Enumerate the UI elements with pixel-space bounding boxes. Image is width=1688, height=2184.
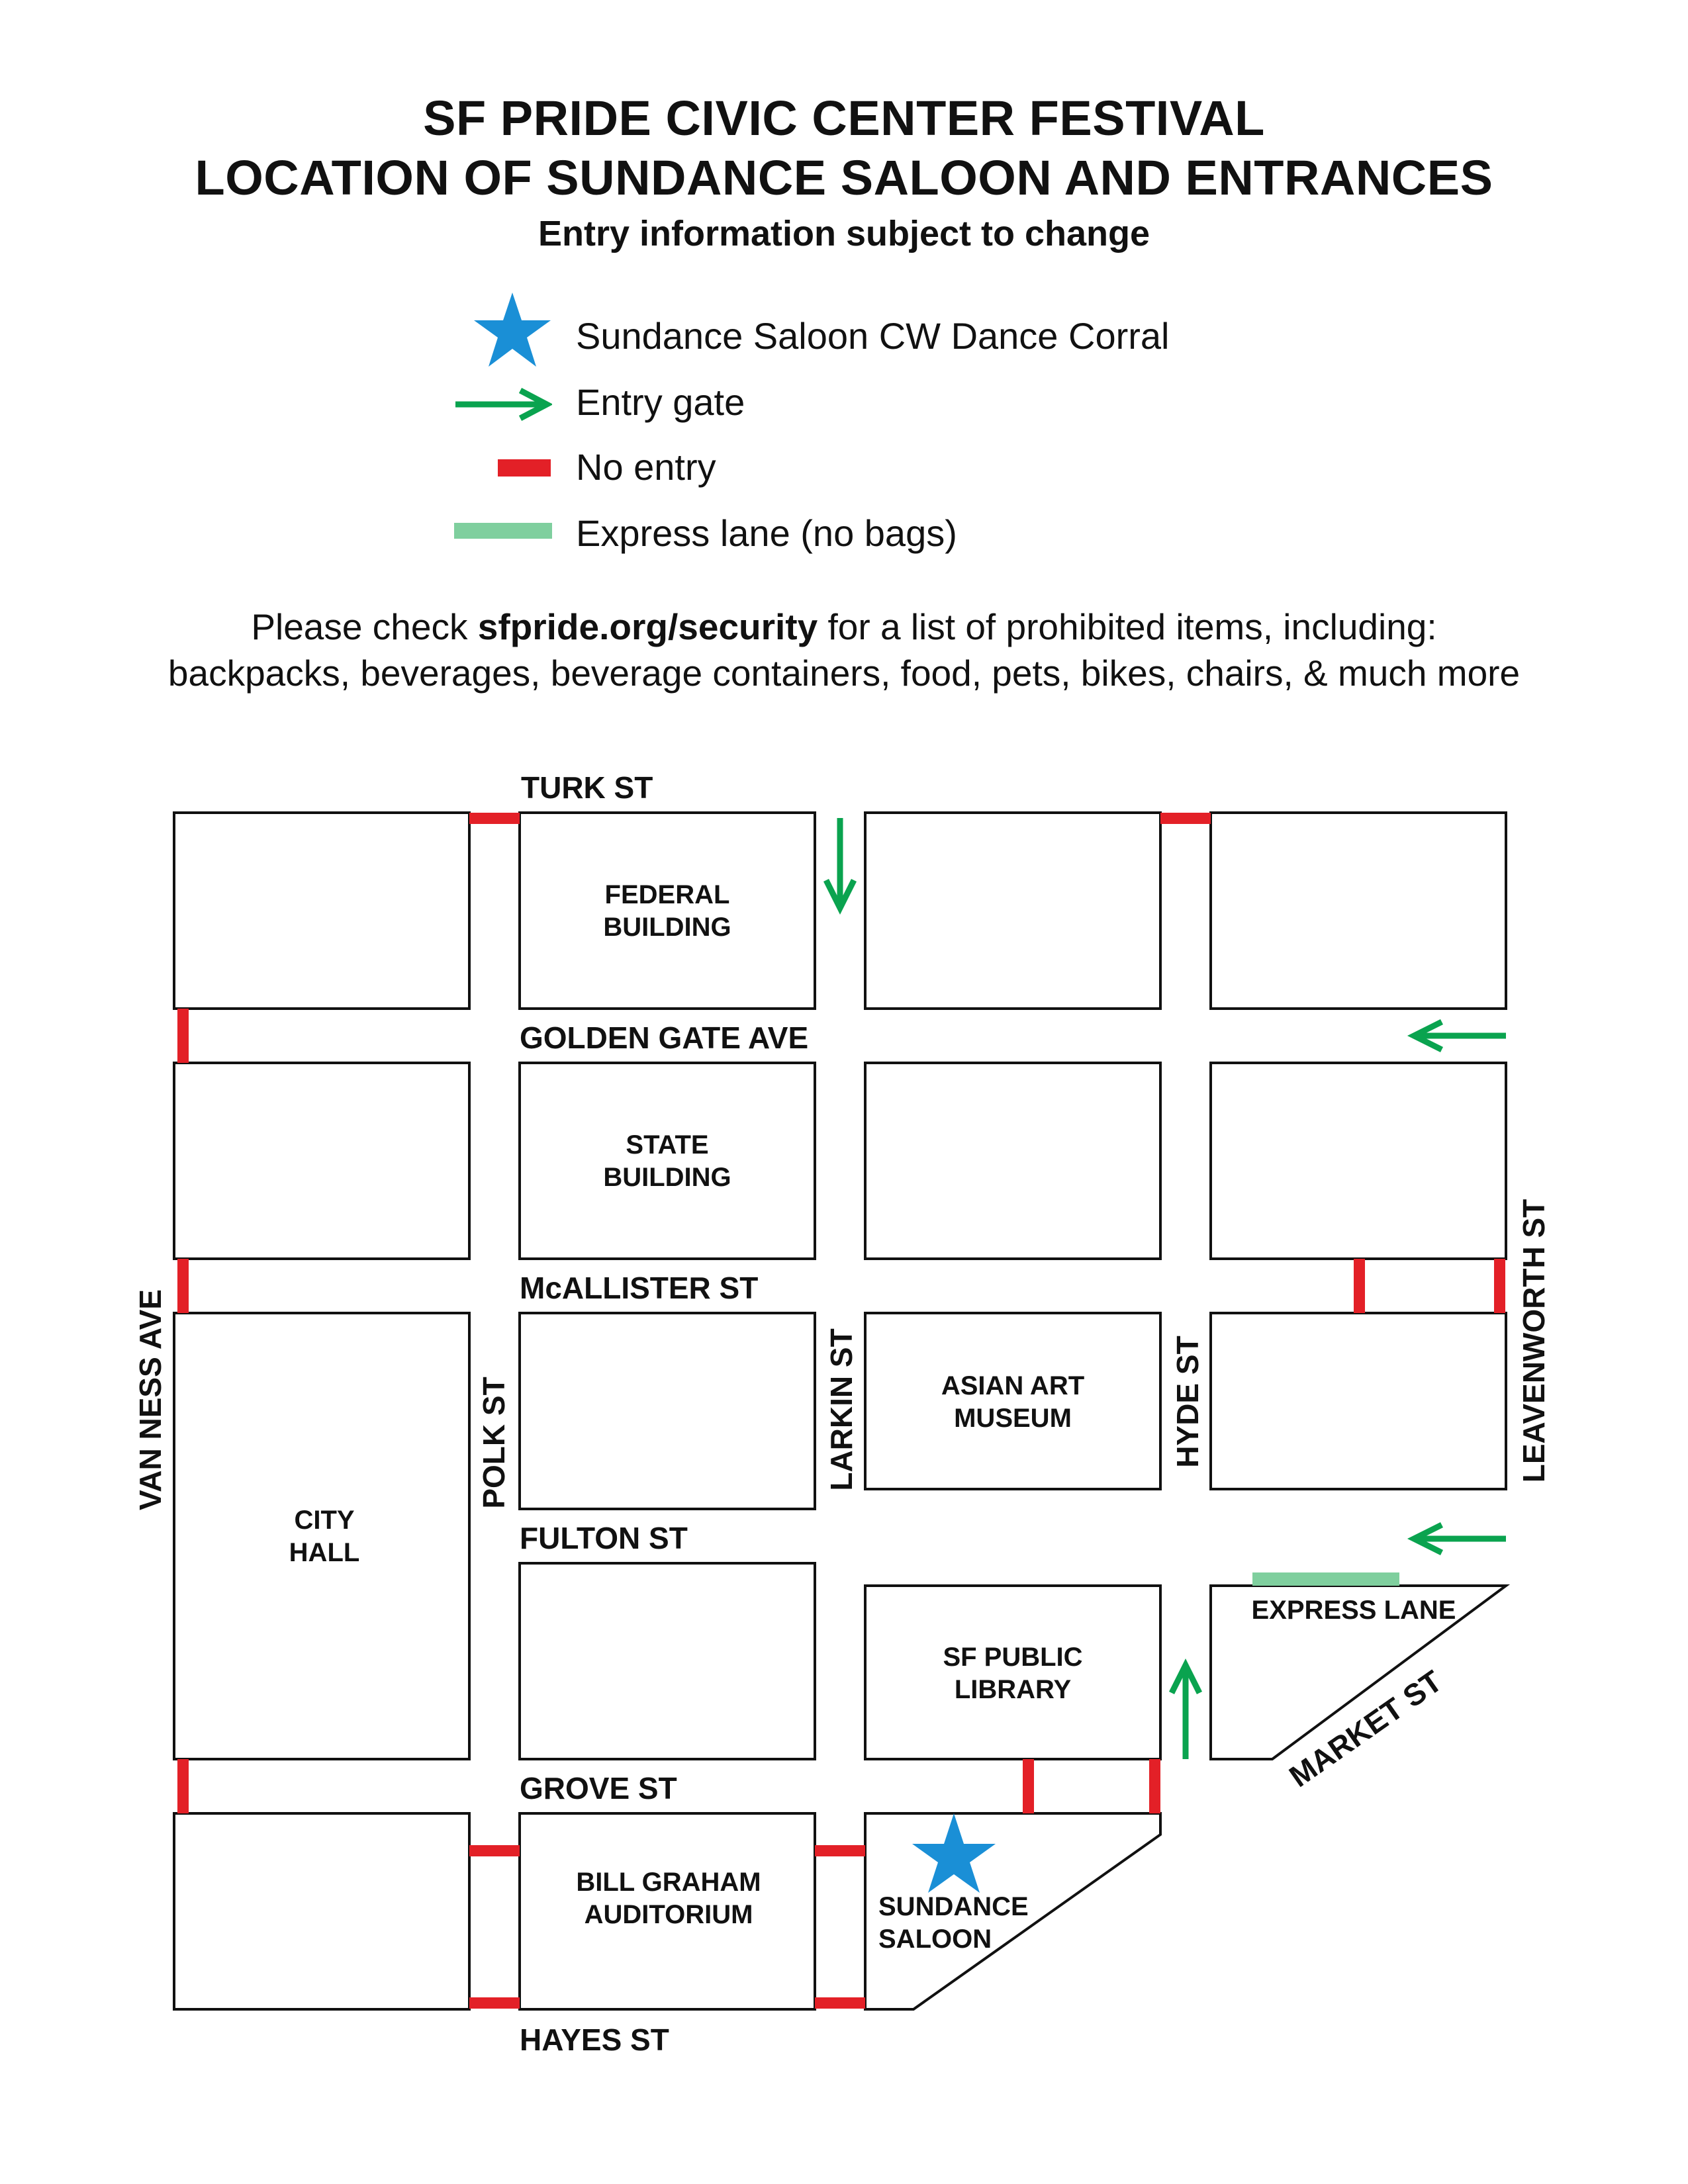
street-golden-gate: GOLDEN GATE AVE (520, 1021, 808, 1055)
note-pre: Please check (251, 606, 478, 647)
no-entry-bar (469, 1845, 520, 1856)
label-sundance-1: SUNDANCE (878, 1892, 1029, 1921)
label-state-2: BUILDING (603, 1163, 731, 1192)
page-subtitle: Entry information subject to change (538, 214, 1150, 253)
star-icon (912, 1813, 996, 1893)
block-market-triangle (1209, 1584, 1511, 1760)
label-library-2: LIBRARY (955, 1675, 1072, 1704)
block (173, 1812, 471, 2011)
block-city-hall (173, 1312, 471, 1760)
street-grove: GROVE ST (520, 1771, 677, 1805)
blocks (173, 811, 1511, 2011)
street-polk: POLK ST (477, 1377, 511, 1508)
green-bar-icon (454, 523, 552, 539)
star-icon (474, 293, 551, 367)
block-sundance (864, 1812, 1162, 2011)
label-express-lane: EXPRESS LANE (1252, 1596, 1456, 1625)
label-federal-2: BUILDING (603, 913, 731, 942)
block (518, 1312, 816, 1510)
street-leavenworth: LEAVENWORTH ST (1517, 1199, 1551, 1482)
block (173, 1062, 471, 1260)
red-bar-icon (498, 459, 551, 477)
arrow-down-icon (823, 818, 857, 915)
arrow-left-icon (1407, 1522, 1506, 1556)
legend-express-label: Express lane (no bags) (576, 512, 957, 554)
block (1209, 811, 1507, 1010)
block (1209, 1312, 1507, 1490)
block-asian-art-museum (864, 1312, 1162, 1490)
security-note-line2: backpacks, beverages, beverage container… (167, 653, 1521, 694)
label-asian-art-2: MUSEUM (954, 1404, 1072, 1433)
no-entry-bar (815, 1997, 865, 2009)
block (173, 811, 471, 1010)
no-entry-bar (469, 813, 520, 824)
label-city-hall-1: CITY (294, 1506, 354, 1535)
street-van-ness: VAN NESS AVE (133, 1289, 167, 1510)
arrow-right-icon (455, 388, 552, 421)
no-entry-bar (1149, 1759, 1160, 1813)
block-bill-graham-auditorium (518, 1812, 816, 2011)
street-mcallister: McALLISTER ST (520, 1271, 758, 1305)
street-hyde: HYDE ST (1170, 1336, 1205, 1467)
street-hayes: HAYES ST (520, 2023, 669, 2057)
street-fulton: FULTON ST (520, 1521, 688, 1555)
entry-arrows (823, 818, 1506, 1759)
no-entry-bar (1023, 1759, 1034, 1813)
no-entry-bar (177, 1009, 189, 1063)
note-post: for a list of prohibited items, includin… (818, 606, 1437, 647)
no-entry-bar (177, 1259, 189, 1313)
block-federal-building (518, 811, 816, 1010)
legend-no-entry-label: No entry (576, 446, 716, 488)
label-city-hall-2: HALL (289, 1538, 360, 1567)
block-state-building (518, 1062, 816, 1260)
arrow-up-icon (1168, 1658, 1203, 1759)
no-entry-bar (469, 1997, 520, 2009)
block (518, 1562, 816, 1760)
page-title-line2: LOCATION OF SUNDANCE SALOON AND ENTRANCE… (195, 150, 1493, 205)
legend-arrow-label: Entry gate (576, 381, 745, 423)
block (1209, 1062, 1507, 1260)
block (864, 811, 1162, 1010)
security-link[interactable]: sfpride.org/security (477, 606, 818, 647)
street-larkin: LARKIN ST (824, 1328, 859, 1490)
no-entry-bar (1494, 1259, 1505, 1313)
label-library-1: SF PUBLIC (943, 1643, 1082, 1672)
express-lane-bar (1252, 1572, 1399, 1586)
label-bill-graham-2: AUDITORIUM (585, 1900, 753, 1929)
arrow-left-icon (1407, 1019, 1506, 1053)
label-bill-graham-1: BILL GRAHAM (576, 1868, 761, 1897)
label-asian-art-1: ASIAN ART (941, 1371, 1084, 1400)
no-entry-bar (815, 1845, 865, 1856)
page-title-line1: SF PRIDE CIVIC CENTER FESTIVAL (423, 91, 1265, 146)
no-entry-bar (1160, 813, 1211, 824)
security-note-line1: Please check sfpride.org/security for a … (0, 609, 1688, 645)
no-entry-bar (177, 1759, 189, 1813)
legend-star-label: Sundance Saloon CW Dance Corral (576, 315, 1170, 357)
no-entry-bar (1354, 1259, 1365, 1313)
block (864, 1062, 1162, 1260)
street-turk: TURK ST (521, 770, 653, 805)
label-federal-1: FEDERAL (605, 880, 730, 909)
block-sf-public-library (864, 1584, 1162, 1760)
label-state-1: STATE (626, 1130, 708, 1160)
street-market: MARKET ST (1283, 1664, 1448, 1794)
label-sundance-2: SALOON (878, 1925, 992, 1954)
no-entry-bars (177, 813, 1505, 2009)
